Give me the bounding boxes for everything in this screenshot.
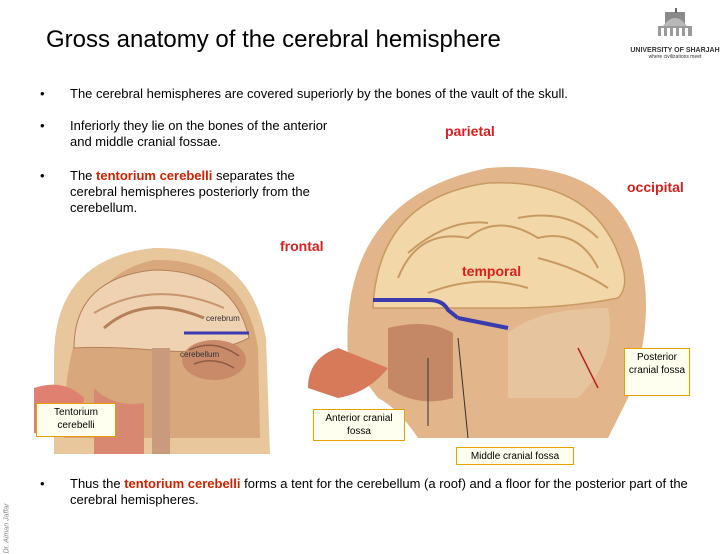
bullet-dot: • — [40, 118, 45, 133]
bullet-dot: • — [40, 168, 45, 183]
frontal-label: frontal — [280, 238, 324, 254]
bullet-2: • Inferiorly they lie on the bones of th… — [40, 118, 340, 150]
bullet-4-text-a: Thus the — [70, 476, 125, 491]
cerebellum-label: cerebellum — [180, 350, 220, 359]
bullet-1: • The cerebral hemispheres are covered s… — [40, 86, 710, 102]
bullet-3-text-a: The — [70, 168, 97, 183]
middle-cranial-fossa-box: Middle cranial fossa — [456, 447, 574, 465]
slide-title: Gross anatomy of the cerebral hemisphere — [46, 26, 501, 53]
university-logo: UNIVERSITY OF SHARJAH where civilization… — [628, 8, 722, 62]
bullet-dot: • — [40, 86, 45, 101]
university-emblem-icon — [658, 8, 692, 36]
posterior-cranial-fossa-box: Posterior cranial fossa — [624, 348, 690, 396]
occipital-label: occipital — [627, 179, 684, 195]
bullet-3-text-b: separates the cerebral hemispheres poste… — [70, 168, 310, 215]
bullet-4-highlight: tentorium cerebelli — [124, 476, 241, 491]
tentorium-cerebelli-box: Tentorium cerebelli — [36, 403, 116, 437]
bullet-1-text: The cerebral hemispheres are covered sup… — [70, 86, 568, 101]
bullet-3-highlight: tentorium cerebelli — [96, 168, 213, 183]
author-watermark: Dr. Aiman Jaffar — [3, 503, 11, 554]
logo-name: UNIVERSITY OF SHARJAH — [630, 47, 720, 54]
temporal-label: temporal — [462, 263, 522, 279]
bullet-4-text-b: forms a tent for the cerebellum (a roof)… — [70, 476, 688, 507]
bullet-3: • The tentorium cerebelli separates the … — [40, 168, 340, 216]
anterior-cranial-fossa-box: Anterior cranial fossa — [313, 409, 405, 441]
parietal-label: parietal — [445, 123, 495, 139]
cerebrum-label: cerebrum — [206, 314, 240, 323]
bullet-dot: • — [40, 476, 45, 491]
bullet-4: • Thus the tentorium cerebelli forms a t… — [40, 476, 700, 508]
bullet-2-text: Inferiorly they lie on the bones of the … — [70, 118, 328, 149]
head-brain-illustration — [308, 167, 646, 438]
logo-tagline: where civilizations meet — [648, 54, 702, 60]
